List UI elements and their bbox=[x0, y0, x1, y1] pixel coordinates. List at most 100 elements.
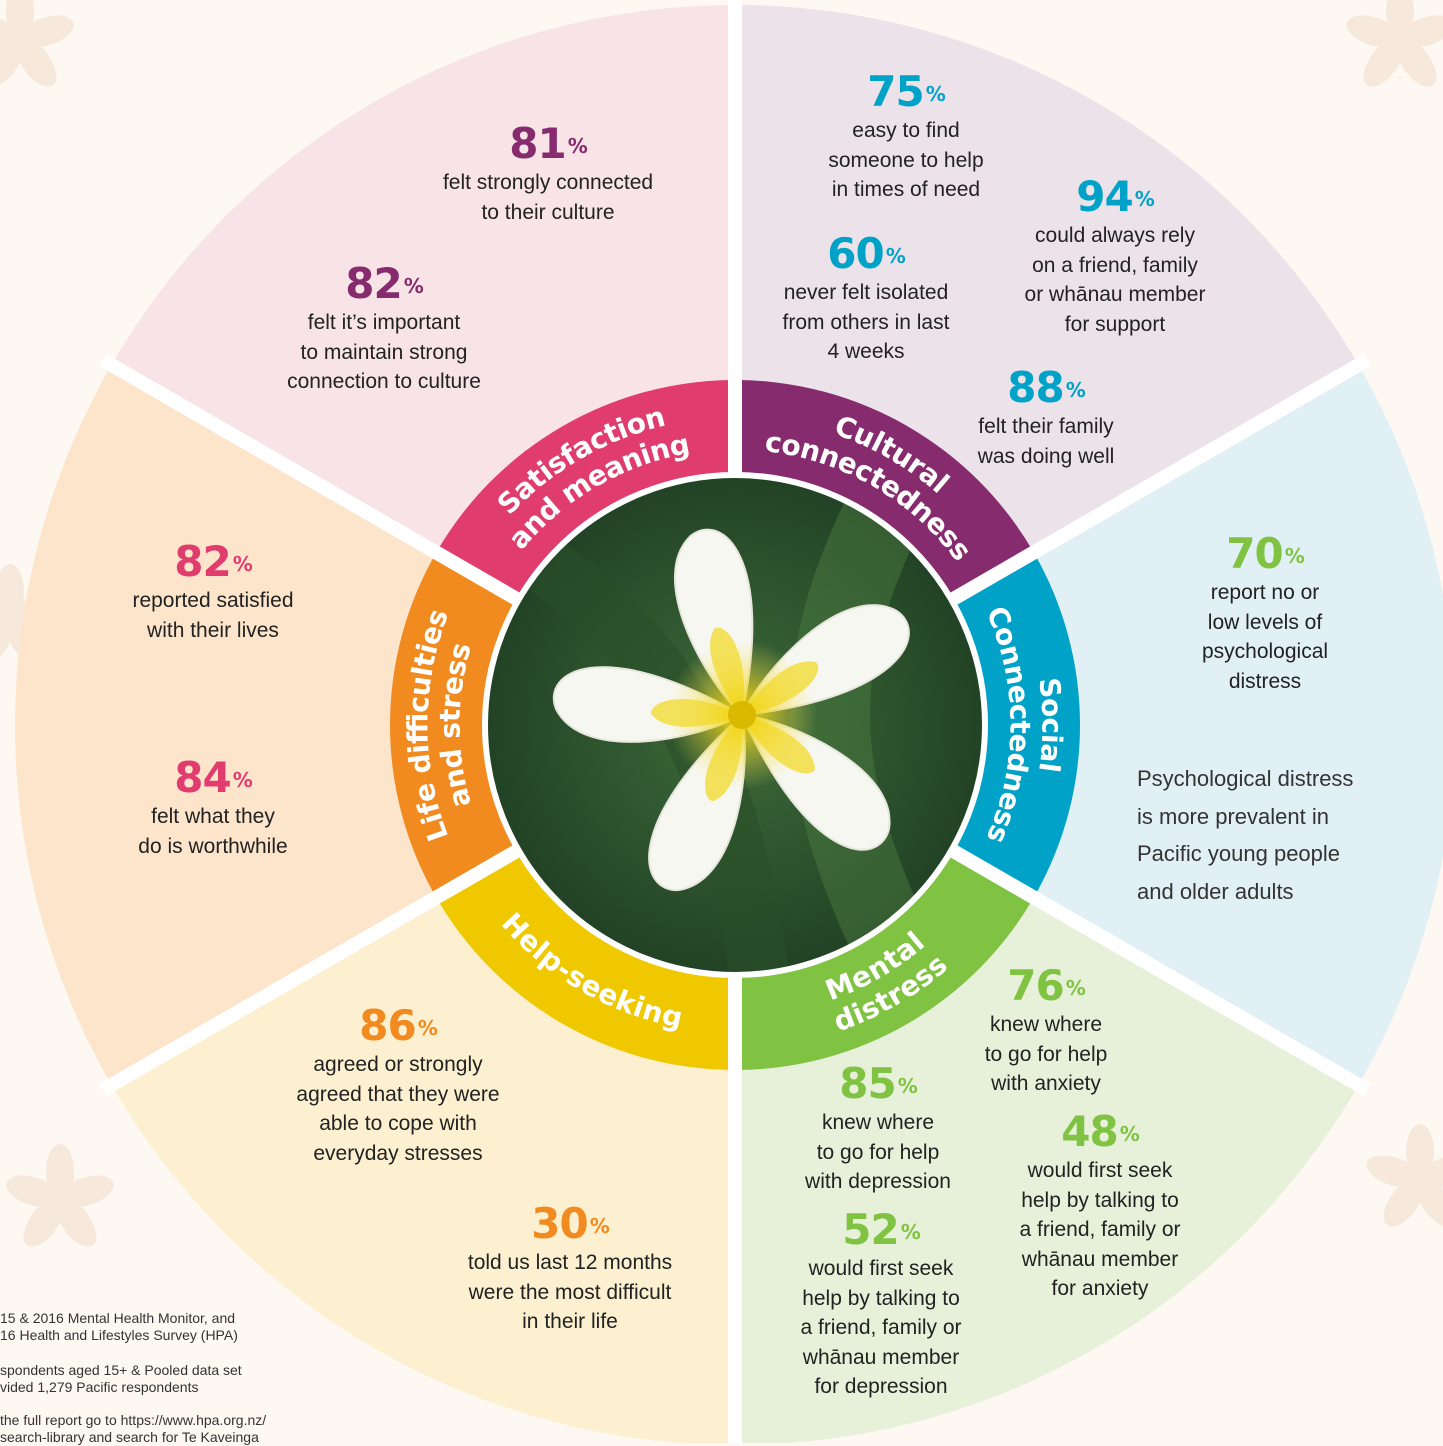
background-decoration bbox=[0, 0, 1443, 1247]
stat-description-line: or whānau member bbox=[1024, 283, 1206, 306]
decorative-flower-icon bbox=[6, 1144, 114, 1247]
stat-description-line: knew where bbox=[821, 1111, 935, 1134]
stat-description-line: 4 weeks bbox=[827, 340, 905, 363]
stat-description-line: help by talking to bbox=[1021, 1188, 1179, 1212]
stat-value: 81 bbox=[509, 119, 566, 168]
stat-description-line: to go for help bbox=[984, 1042, 1108, 1066]
stat-description-line: able to cope with bbox=[319, 1112, 477, 1135]
stat-unit: % bbox=[403, 274, 424, 298]
stat-value: 94 bbox=[1076, 172, 1133, 221]
stat-description-line: agreed or strongly bbox=[313, 1053, 483, 1076]
stat-description-line: a friend, family or bbox=[1019, 1218, 1181, 1241]
stat-help-48: 48% would first seek help by talking to a f… bbox=[1019, 1110, 1180, 1304]
stat-description-line: for depression bbox=[814, 1375, 948, 1398]
stat-value: 76 bbox=[1007, 961, 1064, 1010]
stat-description-line: easy to find bbox=[852, 119, 960, 142]
decorative-flower-icon bbox=[0, 0, 74, 87]
segment-life-panel bbox=[14, 365, 519, 1085]
psychological-distress-note: Psychological distress is more prevalent… bbox=[1137, 760, 1353, 910]
stat-percentage: 48% bbox=[1019, 1110, 1180, 1154]
stat-value: 30 bbox=[531, 1199, 588, 1248]
stat-description-line: do is worthwhile bbox=[138, 834, 288, 858]
stat-percentage: 52% bbox=[800, 1208, 961, 1252]
stat-description-line: with depression bbox=[805, 1170, 951, 1193]
stat-unit: % bbox=[1134, 187, 1155, 211]
segment-dividers bbox=[99, 0, 1371, 1443]
stat-description-line: psychological bbox=[1201, 640, 1329, 663]
stat-percentage: 85% bbox=[805, 1062, 951, 1106]
stat-description: told us last 12 months were the most diff… bbox=[468, 1248, 672, 1337]
stat-unit: % bbox=[1284, 544, 1305, 568]
footnote-link: the full report go to https://www.hpa.or… bbox=[0, 1412, 266, 1446]
stat-description-line: distress bbox=[1228, 669, 1302, 693]
note-line: is more prevalent in bbox=[1137, 803, 1329, 829]
stat-description-line: for anxiety bbox=[1051, 1277, 1149, 1300]
stat-description-line: told us last 12 months bbox=[467, 1251, 673, 1274]
stat-unit: % bbox=[900, 1220, 921, 1244]
stat-description-line: everyday stresses bbox=[313, 1141, 483, 1165]
stat-description-line: would first seek bbox=[808, 1257, 954, 1280]
footnote-line: 15 & 2016 Mental Health Monitor, and bbox=[0, 1310, 236, 1326]
stat-value: 88 bbox=[1007, 363, 1064, 412]
segment-divider bbox=[99, 841, 527, 1097]
footnote-sample: spondents aged 15+ & Pooled data set vid… bbox=[0, 1362, 242, 1396]
stat-description-line: a friend, family or bbox=[800, 1316, 962, 1339]
stat-value: 48 bbox=[1061, 1107, 1118, 1156]
note-line: Pacific young people bbox=[1137, 841, 1341, 866]
stat-unit: % bbox=[232, 552, 253, 576]
stat-help-85: 85% knew where to go for help with depressi… bbox=[805, 1062, 951, 1197]
stat-description-line: someone to help bbox=[828, 148, 984, 172]
stat-description-line: in their life bbox=[522, 1310, 618, 1333]
stat-description-line: whānau member bbox=[802, 1345, 960, 1369]
segment-social-label: Social bbox=[1032, 676, 1068, 774]
stat-description-line: from others in last bbox=[782, 310, 950, 334]
stat-unit: % bbox=[1065, 378, 1086, 402]
stat-description-line: with their lives bbox=[147, 618, 279, 642]
stat-unit: % bbox=[589, 1214, 610, 1238]
stat-description-line: were the most difficult bbox=[468, 1280, 672, 1304]
stat-description: would first seek help by talking to a frie… bbox=[1019, 1156, 1180, 1304]
stat-value: 85 bbox=[839, 1059, 896, 1108]
stat-description-line: whānau member bbox=[1021, 1247, 1179, 1271]
stat-description-line: would first seek bbox=[1027, 1159, 1173, 1182]
stat-percentage: 75% bbox=[828, 70, 983, 114]
segment-cultural-band bbox=[735, 380, 1034, 600]
stat-description-line: could always rely bbox=[1035, 224, 1195, 247]
stat-unit: % bbox=[885, 244, 906, 268]
frangipani-flower-photo bbox=[487, 477, 983, 973]
note-line: and older adults bbox=[1137, 878, 1294, 904]
stat-unit: % bbox=[232, 768, 253, 792]
stat-value: 60 bbox=[827, 229, 884, 278]
footnote-line: vided 1,279 Pacific respondents bbox=[0, 1379, 199, 1395]
segment-divider bbox=[99, 353, 527, 609]
stat-description-line: to go for help bbox=[816, 1140, 940, 1164]
stat-unit: % bbox=[567, 134, 588, 158]
stat-percentage: 82% bbox=[287, 262, 481, 306]
stat-percentage: 86% bbox=[296, 1004, 499, 1048]
stat-description-line: report no or bbox=[1210, 581, 1320, 604]
stat-value: 70 bbox=[1226, 529, 1283, 578]
stat-description-line: knew where bbox=[989, 1013, 1103, 1036]
stat-life-30: 30% told us last 12 months were the most d… bbox=[468, 1202, 672, 1337]
stat-description-line: felt it’s important bbox=[307, 311, 461, 334]
stat-percentage: 81% bbox=[443, 122, 653, 166]
stat-percentage: 70% bbox=[1202, 532, 1328, 576]
decorative-flower-icon bbox=[1346, 0, 1443, 87]
stat-value: 84 bbox=[174, 753, 231, 802]
stat-percentage: 60% bbox=[783, 232, 950, 276]
stat-description-line: help by talking to bbox=[802, 1286, 960, 1310]
stat-description: knew where to go for help with depression bbox=[805, 1108, 951, 1197]
stat-description-line: to maintain strong bbox=[300, 340, 468, 364]
stat-value: 86 bbox=[359, 1001, 416, 1050]
stat-value: 82 bbox=[345, 259, 402, 308]
footnote-line: the full report go to https://www.hpa.or… bbox=[0, 1412, 267, 1428]
